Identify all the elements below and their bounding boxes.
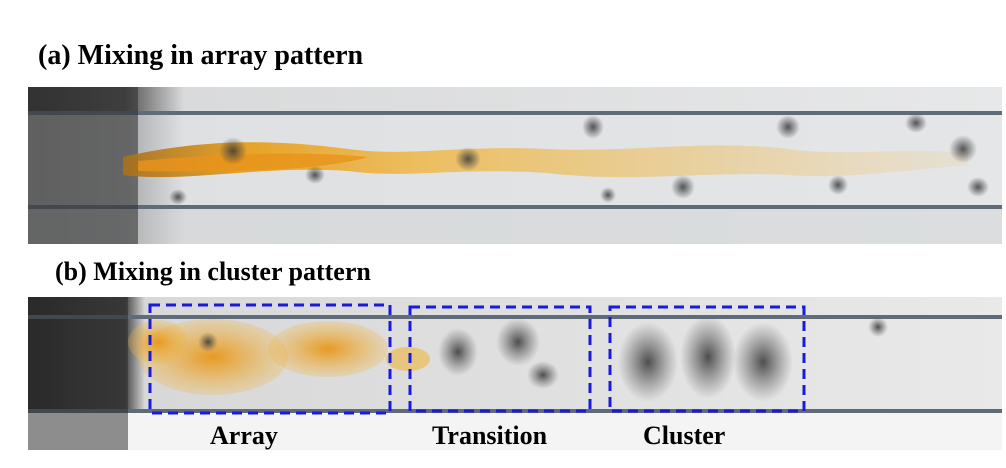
panel-a-title: (a) Mixing in array pattern [38,40,364,71]
region-label-transition: Transition [432,421,548,450]
cluster-region-box [608,305,806,413]
panel-a-photo [28,87,1002,244]
panel-b-title: (b) Mixing in cluster pattern [55,257,371,286]
panel-b-photo [28,297,1002,450]
array-region-box [148,303,392,415]
transition-region-box [408,305,592,413]
region-label-cluster: Cluster [643,421,726,450]
region-label-array: Array [210,421,278,450]
